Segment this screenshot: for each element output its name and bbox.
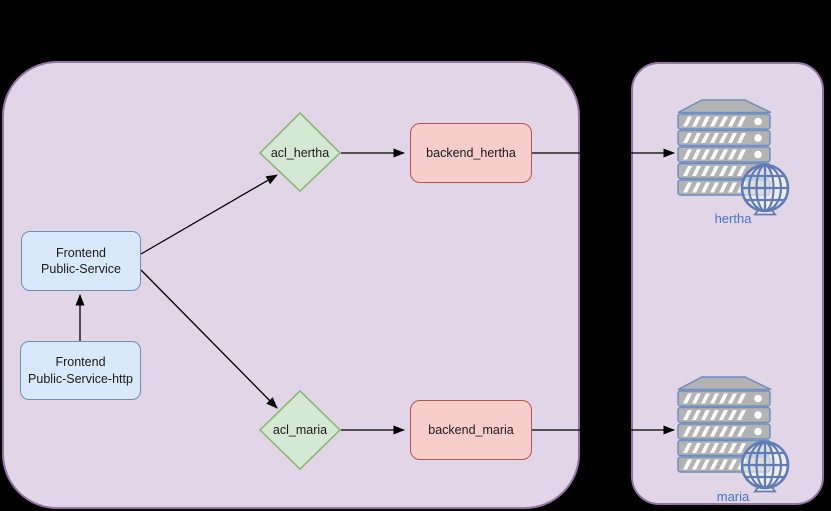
- node-backend-hertha[interactable]: backend_hertha: [410, 123, 532, 183]
- node-frontend-public-service[interactable]: Frontend Public-Service: [21, 231, 141, 291]
- node-frontend-public-service-http[interactable]: Frontend Public-Service-http: [20, 341, 141, 400]
- node-backend-maria[interactable]: backend_maria: [410, 400, 532, 460]
- acl-maria-label: acl_maria: [273, 423, 327, 437]
- edge-frontend-to-acl-hertha[interactable]: [140, 174, 278, 255]
- server-label-maria: maria: [716, 489, 750, 504]
- acl-hertha-label: acl_hertha: [271, 146, 329, 160]
- server-stack-globe-icon-maria[interactable]: [678, 377, 788, 492]
- node-acl-maria[interactable]: acl_maria: [258, 390, 342, 470]
- server-label-hertha: hertha: [714, 211, 752, 226]
- acl-maria-diamond[interactable]: [258, 390, 342, 470]
- edge-frontend-to-acl-maria[interactable]: [140, 269, 278, 409]
- acl-hertha-diamond[interactable]: [258, 112, 342, 192]
- node-acl-hertha[interactable]: acl_hertha: [258, 112, 342, 192]
- server-stack-globe-icon-hertha[interactable]: [678, 100, 788, 215]
